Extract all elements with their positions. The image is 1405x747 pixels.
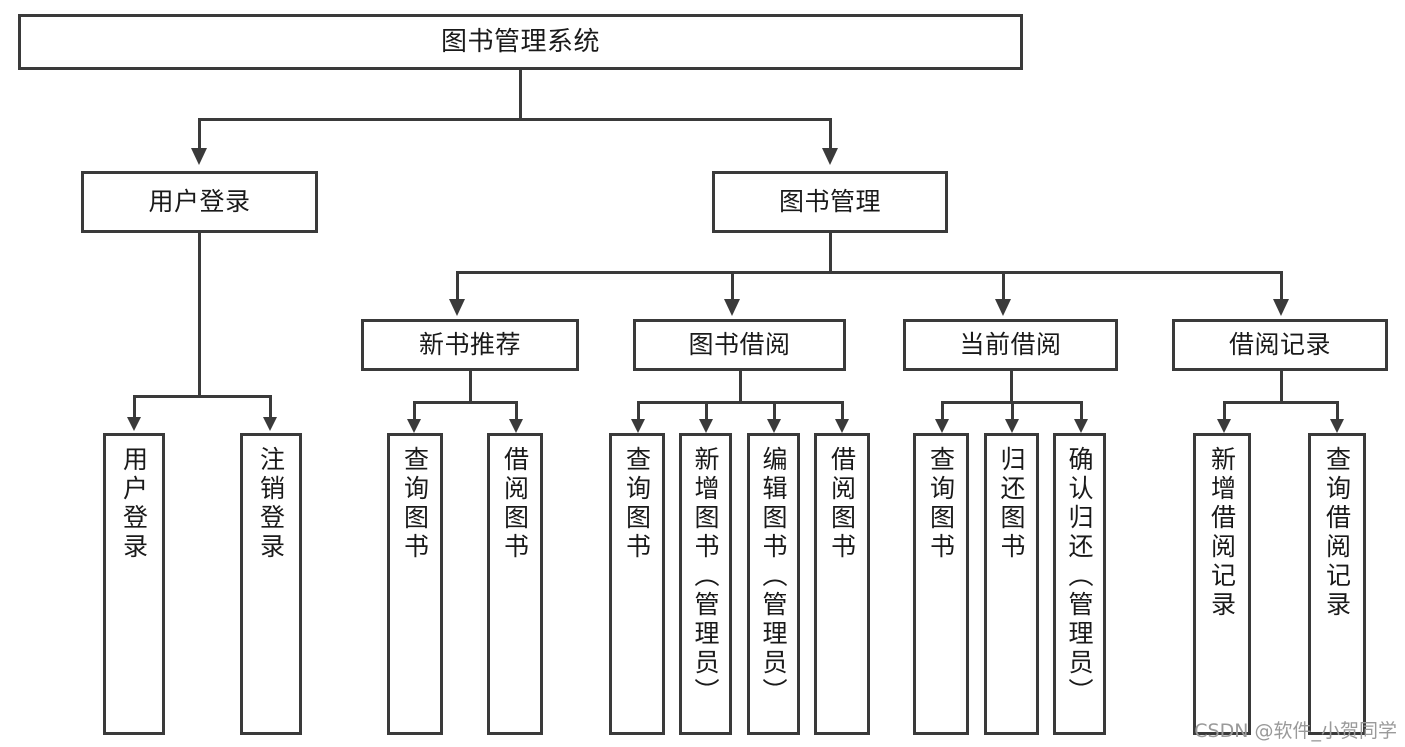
connector-book-manage-stem — [829, 233, 832, 271]
connector-user-login-stem — [198, 233, 201, 398]
arrow-to-leaf-user-login — [127, 417, 141, 431]
connector-drop-user-login — [198, 118, 201, 148]
connector-user-login-bus — [133, 395, 272, 398]
arrow-to-book-manage — [822, 148, 838, 165]
leaf-borrow-book[interactable]: 借阅图书 — [814, 433, 870, 735]
arrow-to-current-borrow — [995, 299, 1011, 316]
node-label: 查询图书 — [926, 446, 956, 562]
connector-new-book-bus — [413, 401, 518, 404]
node-label: 归还图书 — [997, 446, 1026, 562]
connector-current-borrow-stem — [1010, 371, 1013, 403]
arrow-to-leaf-borrow-book-1 — [509, 419, 523, 433]
node-label: 图书管理 — [778, 187, 881, 217]
connector-book-borrow-drop-4 — [841, 401, 844, 419]
connector-borrow-record-drop-2 — [1336, 401, 1339, 419]
node-new-book-recommend[interactable]: 新书推荐 — [361, 319, 579, 371]
node-user-login[interactable]: 用户登录 — [81, 171, 318, 233]
leaf-query-book-current[interactable]: 查询图书 — [913, 433, 969, 735]
connector-book-borrow-stem — [739, 371, 742, 403]
connector-new-book-drop-1 — [413, 401, 416, 419]
leaf-add-book-admin[interactable]: 新增图书（管理员） — [679, 433, 732, 735]
connector-new-book-drop-2 — [515, 401, 518, 419]
connector-drop-book-manage — [829, 118, 832, 148]
connector-current-borrow-drop-2 — [1011, 401, 1014, 419]
arrow-to-leaf-add-record — [1217, 419, 1231, 433]
node-current-borrow[interactable]: 当前借阅 — [903, 319, 1118, 371]
arrow-to-leaf-query-book-2 — [631, 419, 645, 433]
connector-borrow-record-bus — [1223, 401, 1339, 404]
connector-book-borrow-drop-1 — [637, 401, 640, 419]
leaf-query-borrow-record[interactable]: 查询借阅记录 — [1308, 433, 1366, 735]
node-label: 当前借阅 — [959, 330, 1062, 360]
arrow-to-leaf-query-record — [1330, 419, 1344, 433]
node-label: 查询图书 — [400, 446, 430, 562]
connector-level3-bus — [456, 271, 1283, 274]
connector-book-borrow-drop-2 — [705, 401, 708, 419]
node-label: 新书推荐 — [418, 330, 521, 360]
node-label: 编辑图书（管理员） — [759, 446, 788, 707]
arrow-to-leaf-borrow-book-2 — [835, 419, 849, 433]
arrow-to-leaf-query-book-1 — [407, 419, 421, 433]
node-label: 查询图书 — [622, 446, 652, 562]
watermark-text: CSDN @软件_小贺同学 — [1194, 720, 1397, 742]
node-label: 用户登录 — [119, 446, 149, 562]
connector-drop-book-borrow — [731, 271, 734, 299]
node-label: 查询借阅记录 — [1322, 446, 1352, 620]
arrow-to-leaf-return-book — [1005, 419, 1019, 433]
connector-current-borrow-drop-1 — [941, 401, 944, 419]
connector-new-book-stem — [469, 371, 472, 403]
node-borrow-record[interactable]: 借阅记录 — [1172, 319, 1388, 371]
leaf-query-book-recommend[interactable]: 查询图书 — [387, 433, 443, 735]
arrow-to-new-book-recommend — [449, 299, 465, 316]
arrow-to-borrow-record — [1273, 299, 1289, 316]
node-label: 新增图书（管理员） — [691, 446, 720, 707]
node-label: 图书管理系统 — [440, 26, 600, 57]
leaf-confirm-return-admin[interactable]: 确认归还（管理员） — [1053, 433, 1106, 735]
arrow-to-leaf-add-book — [699, 419, 713, 433]
leaf-logout[interactable]: 注销登录 — [240, 433, 302, 735]
node-label: 图书借阅 — [688, 330, 791, 360]
arrow-to-leaf-query-book-3 — [935, 419, 949, 433]
arrow-to-leaf-edit-book — [767, 419, 781, 433]
node-label: 借阅图书 — [500, 446, 530, 562]
arrow-to-user-login — [191, 148, 207, 165]
connector-drop-current-borrow — [1002, 271, 1005, 299]
node-label: 新增借阅记录 — [1207, 446, 1237, 620]
connector-root-bus — [198, 118, 832, 121]
connector-drop-borrow-record — [1280, 271, 1283, 299]
node-label: 借阅图书 — [827, 446, 857, 562]
connector-drop-new-book — [456, 271, 459, 299]
arrow-to-leaf-confirm-return — [1074, 419, 1088, 433]
connector-borrow-record-stem — [1280, 371, 1283, 403]
node-label: 用户登录 — [148, 187, 251, 217]
connector-book-borrow-bus — [637, 401, 844, 404]
connector-user-login-drop-1 — [133, 395, 136, 417]
leaf-query-book-borrow[interactable]: 查询图书 — [609, 433, 665, 735]
node-label: 确认归还（管理员） — [1065, 446, 1094, 707]
leaf-return-book[interactable]: 归还图书 — [984, 433, 1039, 735]
node-book-manage[interactable]: 图书管理 — [712, 171, 948, 233]
arrow-to-book-borrow — [724, 299, 740, 316]
arrow-to-leaf-logout — [263, 417, 277, 431]
leaf-edit-book-admin[interactable]: 编辑图书（管理员） — [747, 433, 800, 735]
node-label: 借阅记录 — [1228, 330, 1331, 360]
connector-book-borrow-drop-3 — [773, 401, 776, 419]
connector-root-stem — [519, 70, 522, 118]
node-root-system[interactable]: 图书管理系统 — [18, 14, 1023, 70]
connector-current-borrow-drop-3 — [1080, 401, 1083, 419]
leaf-user-login[interactable]: 用户登录 — [103, 433, 165, 735]
leaf-borrow-book-recommend[interactable]: 借阅图书 — [487, 433, 543, 735]
node-label: 注销登录 — [256, 446, 286, 562]
node-book-borrow[interactable]: 图书借阅 — [633, 319, 846, 371]
leaf-add-borrow-record[interactable]: 新增借阅记录 — [1193, 433, 1251, 735]
connector-borrow-record-drop-1 — [1223, 401, 1226, 419]
connector-user-login-drop-2 — [269, 395, 272, 417]
